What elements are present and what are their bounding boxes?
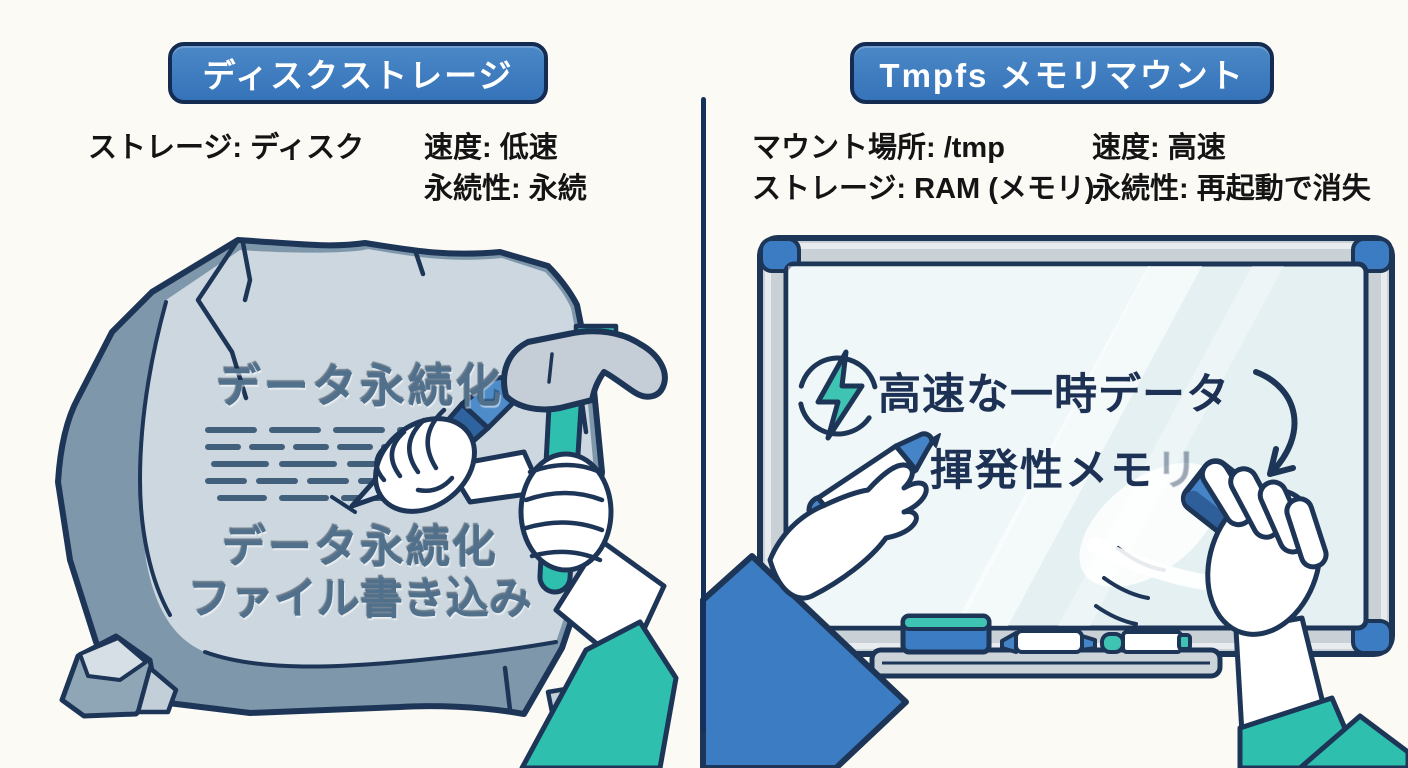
right-spec-mount-storage: マウント場所: /tmp ストレージ: RAM (メモリ) [752, 128, 1095, 210]
right-spec-storage: ストレージ: RAM (メモリ) [752, 173, 1095, 205]
marker-tray [869, 647, 1223, 679]
right-panel-title: Tmpfs メモリマウント [850, 42, 1274, 104]
left-panel-title: ディスクストレージ [168, 42, 548, 104]
right-spec-speed-persistence: 速度: 高速 永続性: 再起動で消失 [1092, 128, 1371, 210]
panel-divider [701, 97, 706, 733]
left-spec-persistence: 永続性: 永続 [424, 173, 587, 205]
left-spec-storage: ストレージ: ディスク [88, 132, 365, 164]
stone-carved-line3: ファイル書き込み [188, 576, 532, 624]
hammer-sleeve [519, 619, 679, 768]
stone-carved-title: データ永続化 [215, 361, 504, 412]
hammer-hand [518, 451, 679, 768]
board-line1: 高速な一時データ [878, 371, 1230, 419]
stone-carved-line2: データ永続化 [222, 523, 498, 572]
board-line2-fading-char: リ [1155, 447, 1200, 495]
right-spec-persistence: 永続性: 再起動で消失 [1092, 173, 1371, 205]
lightning-icon [797, 349, 879, 441]
board-line2-main: 揮発性メモ [930, 447, 1155, 495]
chisel-hand [373, 407, 545, 514]
left-spec-speed: 速度: 低速 [424, 132, 558, 164]
writing-hand [700, 431, 941, 768]
stone-tablet [55, 237, 605, 717]
board-line2: 揮発性メモリ [930, 436, 1200, 498]
tray-marker-2 [1100, 630, 1192, 654]
left-spec-speed-persistence: 速度: 低速 永続性: 永続 [424, 128, 587, 210]
tray-eraser [900, 613, 992, 655]
tray-marker-1 [1000, 629, 1097, 654]
marker-sleeve [700, 553, 909, 768]
right-spec-mount: マウント場所: /tmp [752, 132, 1005, 164]
right-spec-speed: 速度: 高速 [1092, 132, 1226, 164]
